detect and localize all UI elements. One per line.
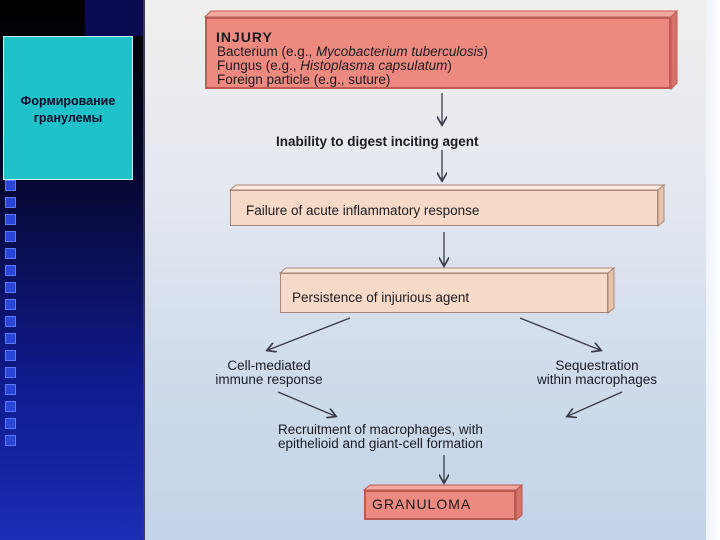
figure-left-edge (143, 0, 146, 540)
slide-title-box: Формирование гранулемы (3, 36, 133, 180)
bullet-square (5, 350, 16, 361)
injury-line-foreign: Foreign particle (e.g., suture) (217, 72, 390, 87)
failure-box-side (657, 183, 665, 228)
injury-line-text: Foreign particle (e.g., suture) (217, 72, 391, 87)
injury-line-text: Fungus (e.g., (217, 58, 301, 73)
sequestration-label: Sequestration within macrophages (536, 358, 658, 387)
bullet-square (5, 435, 16, 446)
arrow-cell-to-recruitment (277, 391, 335, 416)
bullet-square (5, 333, 16, 344)
bullet-square (5, 248, 16, 259)
persistence-label: Persistence of injurious agent (292, 290, 470, 305)
bullet-square (5, 418, 16, 429)
persistence-box (280, 273, 608, 313)
bullet-square (5, 316, 16, 327)
granuloma-label: GRANULOMA (372, 496, 472, 512)
injury-line-text: Bacterium (e.g., (217, 44, 317, 59)
bullet-square (5, 282, 16, 293)
slide-top-strip (85, 0, 145, 36)
granuloma-box (364, 490, 516, 520)
persist-box-side (607, 266, 615, 315)
bullet-square (5, 265, 16, 276)
injury-line-species: Mycobacterium tuberculosis (316, 44, 484, 59)
injury-line-species: Histoplasma capsulatum (300, 58, 448, 73)
inability-label: Inability to digest inciting agent (276, 134, 479, 149)
bullet-square (5, 401, 16, 412)
injury-box-side (670, 9, 678, 91)
injury-box (205, 17, 671, 89)
bullet-square (5, 197, 16, 208)
bullet-square (5, 180, 16, 191)
arrow-persistence-to-sequestration (519, 317, 600, 350)
bullet-square (5, 299, 16, 310)
injury-title: INJURY (216, 29, 273, 45)
cell-mediated-label: Cell-mediated immune response (215, 358, 323, 387)
figure-right-edge (706, 0, 720, 540)
bullet-square (5, 367, 16, 378)
bullet-square (5, 231, 16, 242)
granuloma-box-side (515, 483, 523, 522)
injury-line-fungus: Fungus (e.g., Histoplasma capsulatum) (217, 58, 452, 73)
bullet-square (5, 384, 16, 395)
failure-label: Failure of acute inflammatory response (246, 203, 480, 218)
arrow-persistence-to-cell (268, 317, 351, 350)
slide-title: Формирование гранулемы (20, 94, 116, 125)
recruitment-label: Recruitment of macrophages, with epithel… (278, 422, 483, 451)
injury-line-text: ) (483, 44, 488, 59)
injury-line-bacterium: Bacterium (e.g., Mycobacterium tuberculo… (217, 44, 488, 59)
injury-line-text: ) (447, 58, 452, 73)
arrow-sequestration-to-recruitment (568, 391, 623, 416)
bullet-square (5, 214, 16, 225)
failure-box (230, 190, 658, 226)
